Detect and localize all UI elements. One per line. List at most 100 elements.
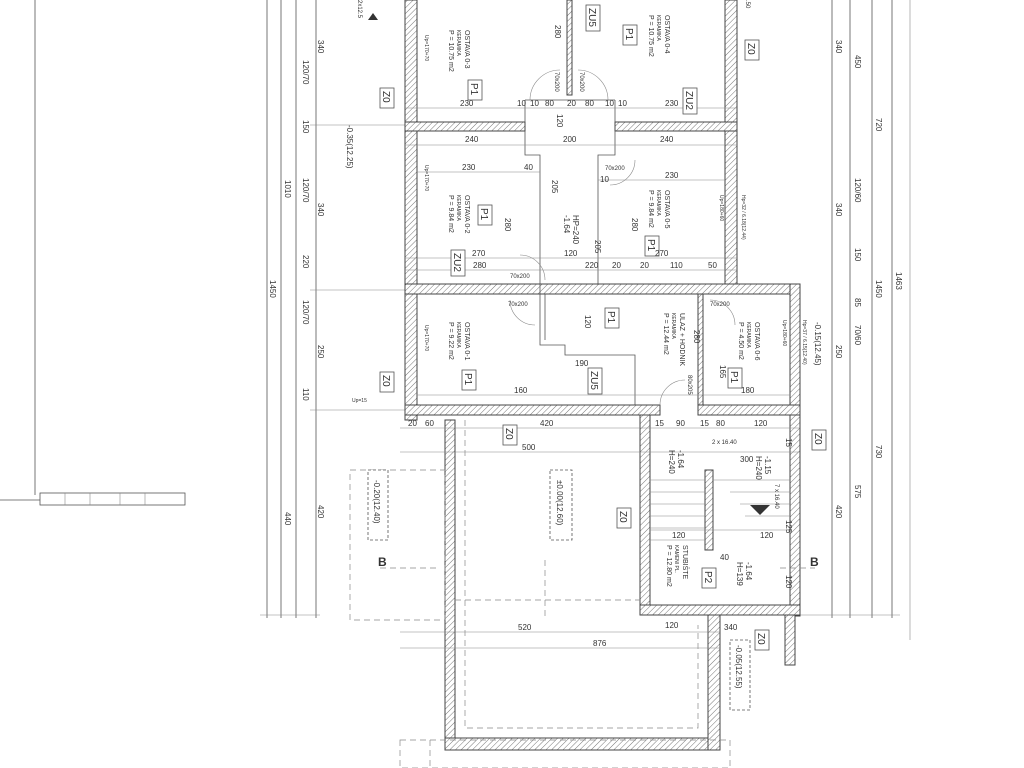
left-frame [0, 0, 911, 640]
section-b-right: B [810, 555, 819, 569]
room-name: STUBIŠTE [681, 545, 690, 580]
stair-label: 2 x 16.40 [712, 440, 737, 446]
dimension-label: 120 [760, 531, 774, 540]
level-label: ±0.00(12.60) [555, 480, 564, 526]
dimension-label: 230 [665, 99, 679, 108]
room-name: OSTAVA 0-6 [753, 322, 760, 361]
tag-z0: Z0 [812, 433, 823, 445]
tag-p1: P1 [478, 208, 489, 221]
dimension-label: 1450 [268, 280, 277, 298]
tag-z0: Z0 [617, 511, 628, 523]
dimension-label: 340 [834, 203, 843, 217]
dimension-label: 730 [874, 445, 883, 459]
dimension-label: 85 [853, 298, 862, 307]
tag-z0: Z0 [380, 375, 391, 387]
room-finish: KAMENI PL. [673, 545, 679, 573]
room-ulaz-hodnik: ULAZ + HODNIK KERAMIKA P = 12.44 m2 [662, 313, 685, 366]
window-label: Up=180+60 [781, 320, 787, 346]
dimension-label: 280 [553, 25, 562, 39]
tag-z0: Z0 [503, 428, 514, 440]
dimension-label: 300 [740, 455, 754, 464]
door-label: 70x200 [710, 302, 730, 308]
dimension-label: 1463 [894, 272, 903, 290]
dimension-label: 20 [640, 261, 649, 270]
room-area: P = 12.80 m2 [665, 545, 672, 587]
dimension-label: 120 [672, 531, 686, 540]
misc-labels: 2x12.5 .50 Up=15 [352, 0, 750, 404]
dimension-label: 120/70 [301, 178, 310, 203]
dimension-label: 125 [784, 520, 793, 534]
dimension-label: 340 [316, 40, 325, 54]
dimension-label: 120/70 [301, 60, 310, 85]
room-ostava-0-5: OSTAVA 0-5 KERAMIKA P = 9.84 m2 [647, 190, 670, 229]
dimension-label: 120 [665, 621, 679, 630]
tag-zu2: ZU2 [451, 253, 462, 272]
dimension-label: 10 [600, 175, 609, 184]
room-name: OSTAVA 0-3 [463, 30, 470, 69]
dimension-label: 15 [655, 419, 664, 428]
opening-labels: 70x200 70x200 70x200 70x200 70x200 70x20… [423, 35, 807, 509]
dimension-labels-vertical: 280 120 205 205 280 190 120 280 280 165 … [503, 25, 793, 589]
dimension-label: 420 [834, 505, 843, 519]
right-dimension-labels: 340 450 720 120/60 340 150 85 70/60 250 … [834, 40, 903, 519]
level-label: H=139 [735, 562, 744, 586]
dimension-label: 250 [316, 345, 325, 359]
room-ostava-0-4: OSTAVA 0-4 KERAMIKA P = 10.75 m2 [647, 15, 670, 57]
room-name: OSTAVA 0-2 [463, 195, 470, 234]
dimension-label: 230 [462, 163, 476, 172]
door-label: 70x200 [553, 72, 559, 92]
dimension-label: 280 [473, 261, 487, 270]
tag-p1: P1 [468, 83, 479, 96]
level-arrow-icon [368, 13, 378, 20]
dimension-label: 150 [301, 120, 310, 134]
level-label: -0.15(12.45) [813, 322, 822, 366]
level-label: -1.64 [744, 562, 753, 581]
dimension-label: 120/60 [853, 178, 862, 203]
dimension-label: 20 [612, 261, 621, 270]
dimension-label: 205 [593, 240, 602, 254]
dimension-label: 280 [692, 330, 701, 344]
walls [404, 0, 801, 751]
tag-z0: Z0 [745, 43, 756, 55]
dimension-label: 80 [545, 99, 554, 108]
dimension-label: 280 [503, 218, 512, 232]
window-label: Up=170+70 [423, 35, 429, 61]
dimension-label: 10 [618, 99, 627, 108]
window-label: Hp=37 / 6.15(12.40) [801, 320, 807, 365]
room-finish: KERAMIKA [745, 322, 751, 349]
tag-p1: P1 [623, 28, 634, 41]
level-marks: -0.35(12.25) -0.15(12.45) -0.20(12.40) ±… [345, 125, 822, 689]
left-dimension-labels: 340 120/70 150 120/70 340 1010 220 120/7… [268, 40, 325, 526]
room-area: P = 10.75 m2 [447, 30, 454, 72]
door-label: 70x200 [605, 166, 625, 172]
dimension-label: 200 [563, 135, 577, 144]
dimension-label: 250 [834, 345, 843, 359]
dimension-label: 40 [720, 553, 729, 562]
room-finish: KERAMIKA [455, 322, 461, 349]
dimension-label: 1010 [283, 180, 292, 198]
tag-zu2: ZU2 [683, 91, 694, 110]
dimension-label: 876 [593, 639, 607, 648]
level-label: H=240 [667, 450, 676, 474]
dimension-label: 20 [567, 99, 576, 108]
room-name: OSTAVA 0-5 [663, 190, 670, 229]
room-name: ULAZ + HODNIK [678, 313, 685, 366]
room-area: P = 4.50 m2 [737, 322, 744, 360]
room-ostava-0-1: OSTAVA 0-1 KERAMIKA P = 9.22 m2 [447, 322, 470, 361]
tag-p1: P1 [605, 311, 616, 324]
dimension-label: 270 [655, 249, 669, 258]
material-tags: P1 P1 P1 P1 P1 P1 P1 P2 Z0 Z0 Z0 Z0 Z0 Z… [379, 4, 827, 651]
dimension-label: 50 [708, 261, 717, 270]
room-ostava-0-2: OSTAVA 0-2 KERAMIKA P = 9.84 m2 [447, 195, 470, 234]
tag-p1: P1 [645, 239, 656, 252]
room-finish: KERAMIKA [670, 313, 676, 340]
room-name: OSTAVA 0-4 [663, 15, 670, 54]
dimension-label: 220 [301, 255, 310, 269]
level-label: -1.64 [676, 450, 685, 469]
dimension-label: 340 [834, 40, 843, 54]
tag-zu5: ZU5 [586, 8, 597, 27]
dimension-label: 110 [301, 388, 310, 401]
level-label: -0.20(12.40) [372, 480, 381, 524]
dimension-label: 10 [530, 99, 539, 108]
tag-zu5: ZU5 [588, 371, 599, 390]
